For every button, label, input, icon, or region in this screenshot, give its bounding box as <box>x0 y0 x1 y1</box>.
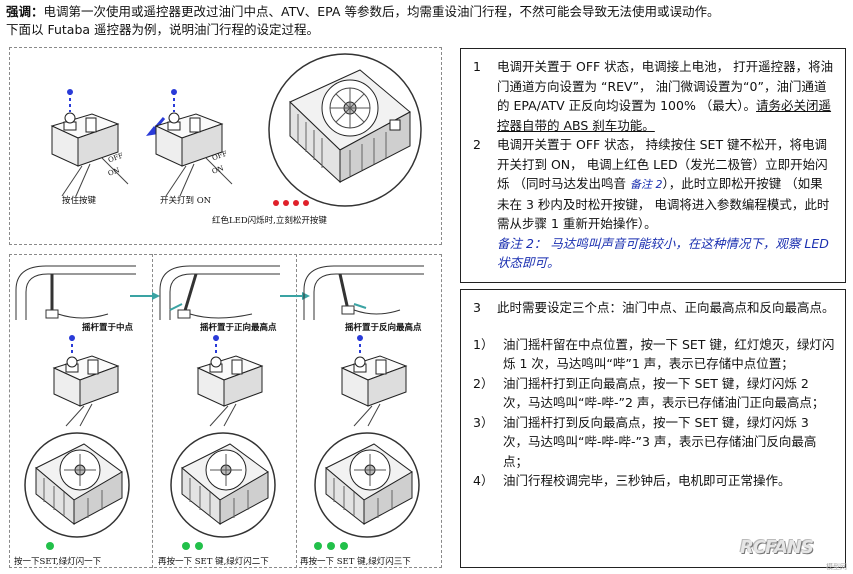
caption-press-key: 按住按键 <box>62 196 97 206</box>
panel-divider-1 <box>152 254 153 568</box>
stick-label-1: 摇杆置于中点 <box>82 323 134 333</box>
transmitter-illustration-1 <box>15 265 136 320</box>
instruction-box-2: 3 此时需要设定三个点：油门中点、正向最高点和反向最高点。 1） 油门摇杆留在中… <box>460 289 846 568</box>
green-led-dots-1 <box>46 542 54 550</box>
header-line-1: 强调：电调第一次使用或遥控器更改过油门中点、ATV、EPA 等参数后，均需重设油… <box>6 4 719 20</box>
substep-1: 1） 油门摇杆留在中点位置，按一下 SET 键，红灯熄灭，绿灯闪烁 1 次，马达… <box>473 335 835 374</box>
transmitter-illustration-2 <box>159 265 280 320</box>
substep-3-text: 油门摇杆打到反向最高点，按一下 SET 键，绿灯闪烁 3 次，马达鸣叫“哔-哔-… <box>503 414 817 469</box>
top-figure-frame <box>9 47 442 245</box>
caption-red-led: 红色LED闪烁时,立刻松开按键 <box>212 216 327 226</box>
substep-4-number: 4） <box>473 473 494 488</box>
substep-1-number: 1） <box>473 336 494 352</box>
red-led-dots <box>273 200 309 206</box>
esc-fan-illustration-top <box>268 53 422 207</box>
header-label: 强调： <box>6 4 44 19</box>
substep-4: 4） 油门行程校调完毕，三秒钟后，电机即可正常操作。 <box>473 471 835 491</box>
step-1-text: 电调开关置于 OFF 状态，电调接上电池， 打开遥控器，将油门通道方向设置为 “… <box>497 59 834 113</box>
esc-device-panel-3 <box>340 335 408 427</box>
esc-device-panel-1 <box>52 335 120 427</box>
esc-fan-illustration-3 <box>314 432 420 538</box>
caption-switch-on: 开关打到 ON <box>160 196 212 206</box>
step-3-text: 此时需要设定三个点：油门中点、正向最高点和反向最高点。 <box>497 300 835 315</box>
note-2-label: 备注 2： <box>497 235 547 251</box>
esc-fan-illustration-2 <box>170 432 276 538</box>
step-3: 3 此时需要设定三个点：油门中点、正向最高点和反向最高点。 <box>473 298 835 318</box>
watermark-sub: 模型网 <box>826 563 847 571</box>
transmitter-illustration-3 <box>303 265 424 320</box>
substep-2-number: 2） <box>473 375 494 391</box>
step-1-warning: 请务必关闭遥控器自带的 ABS 刹车功能。 <box>497 98 832 133</box>
header-line-2: 下面以 Futaba 遥控器为例，说明油门行程的设定过程。 <box>6 22 320 37</box>
green-led-dots-2 <box>182 542 203 550</box>
bottom-figure-frame <box>9 254 442 568</box>
substep-4-text: 油门行程校调完毕，三秒钟后，电机即可正常操作。 <box>503 473 791 488</box>
step-3-number: 3 <box>473 300 481 315</box>
step-2-text-b: ），此时立即松开按键 （如果未在 3 秒内及时松开按键， 电调将进入参数编程模式… <box>497 176 830 231</box>
esc-device-1-illustration <box>50 89 129 197</box>
caption-panel-3: 再按一下 SET 键,绿灯闪三下 <box>300 557 411 567</box>
step-2-text-a: 电调开关置于 OFF 状态， 持续按住 SET 键不松开，将电调开关打到 ON，… <box>497 137 828 191</box>
substep-3-number: 3） <box>473 414 494 430</box>
step-2: 2 电调开关置于 OFF 状态， 持续按住 SET 键不松开，将电调开关打到 O… <box>473 135 835 273</box>
header-text-1: 电调第一次使用或遥控器更改过油门中点、ATV、EPA 等参数后，均需重设油门行程… <box>43 4 720 19</box>
step-2-number: 2 <box>473 137 481 152</box>
step-2-note-inline: 备注 2 <box>629 178 663 191</box>
panel-divider-2 <box>296 254 297 568</box>
esc-fan-illustration-1 <box>24 432 130 538</box>
arrow-to-panel-2 <box>130 292 160 300</box>
green-led-dots-3 <box>314 542 348 550</box>
stick-label-2: 摇杆置于正向最高点 <box>200 323 277 333</box>
note-2-text: 马达鸣叫声音可能较小，在这种情况下，观察 LED 状态即可。 <box>497 235 829 271</box>
esc-device-panel-2 <box>196 335 264 427</box>
esc-device-2-illustration <box>146 89 233 197</box>
step-1-number: 1 <box>473 59 481 74</box>
step-1: 1 电调开关置于 OFF 状态，电调接上电池， 打开遥控器，将油门通道方向设置为… <box>473 57 835 135</box>
watermark-logo: RCFANS <box>739 537 814 558</box>
substep-3: 3） 油门摇杆打到反向最高点，按一下 SET 键，绿灯闪烁 3 次，马达鸣叫“哔… <box>473 413 835 472</box>
substep-2-text: 油门摇杆打到正向最高点，按一下 SET 键，绿灯闪烁 2 次，马达鸣叫“哔-哔-… <box>503 375 825 411</box>
caption-panel-2: 再按一下 SET 键,绿灯闪二下 <box>158 557 269 567</box>
instruction-box-1: 1 电调开关置于 OFF 状态，电调接上电池， 打开遥控器，将油门通道方向设置为… <box>460 48 846 283</box>
caption-panel-1: 按一下SET,绿灯闪一下 <box>14 557 102 567</box>
stick-label-3: 摇杆置于反向最高点 <box>345 323 422 333</box>
substep-1-text: 油门摇杆留在中点位置，按一下 SET 键，红灯熄灭，绿灯闪烁 1 次，马达鸣叫“… <box>503 336 835 372</box>
substep-2: 2） 油门摇杆打到正向最高点，按一下 SET 键，绿灯闪烁 2 次，马达鸣叫“哔… <box>473 374 835 413</box>
